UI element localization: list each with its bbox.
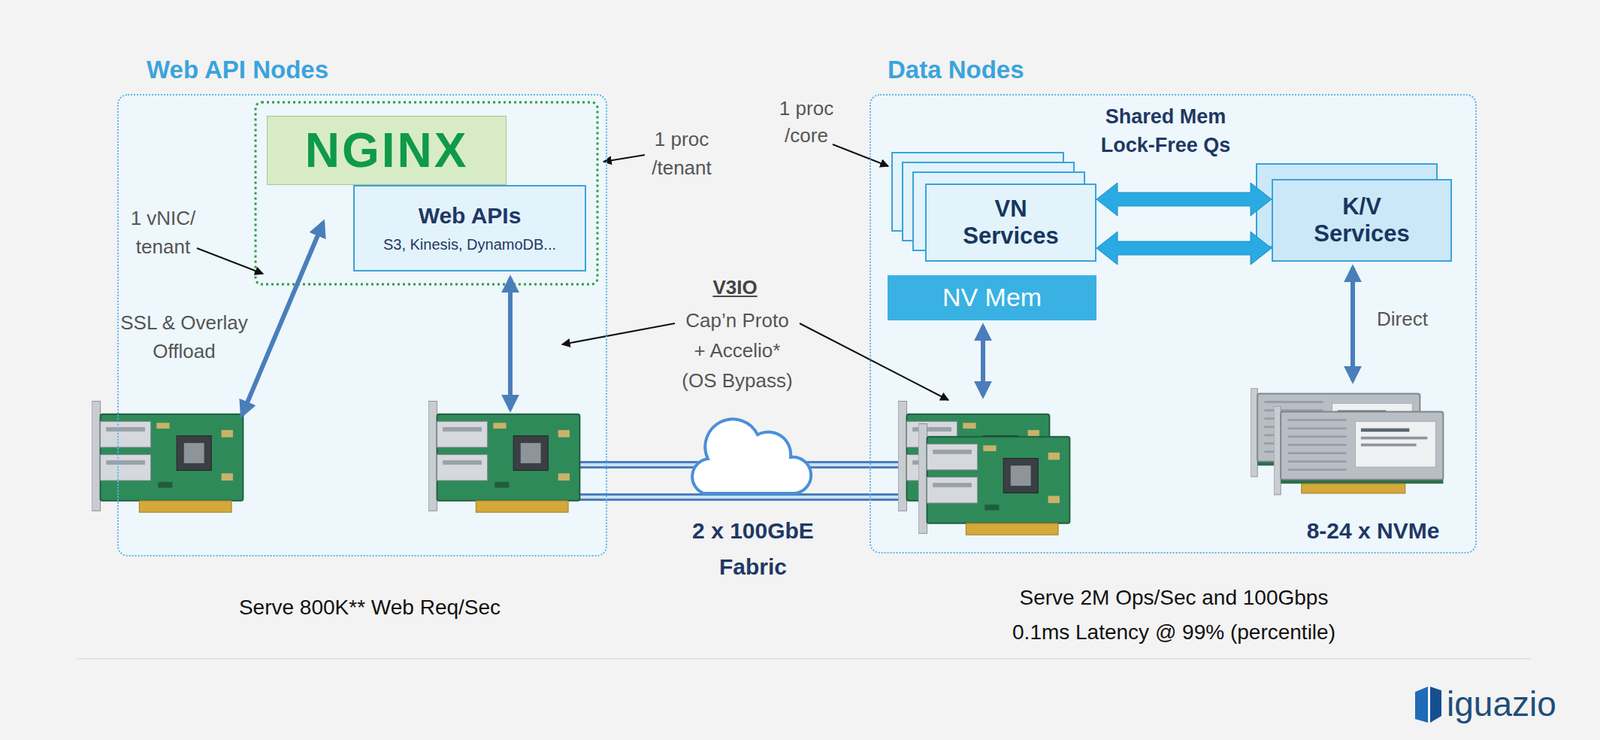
node-text: Web APIs: [418, 202, 522, 230]
text-line: Direct: [1376, 308, 1428, 331]
footer-rule: [76, 657, 1531, 660]
network-cloud: [692, 418, 811, 494]
text-line: SSL & Overlay: [120, 308, 249, 337]
service-box: Web APIsS3, Kinesis, DynamoDB...: [353, 184, 587, 272]
protocol-title: V3IO: [712, 276, 757, 300]
text-line: Cap’n Proto: [681, 305, 793, 336]
text-line: + Accelio*: [681, 335, 793, 366]
text-line: K/V: [1313, 193, 1410, 221]
queue-arrow: [1096, 231, 1272, 265]
node-text: K/V Services: [1313, 193, 1410, 247]
leader-line: [799, 323, 949, 400]
service-box: K/V Services: [1271, 178, 1452, 262]
logo-box: NGINX: [266, 115, 507, 185]
text-line: /core: [779, 121, 834, 149]
cloud-shape: [692, 418, 811, 494]
text-line: Fabric: [692, 548, 814, 585]
part-label: 8-24 x NVMe: [1306, 517, 1440, 545]
leader-line: [562, 323, 675, 345]
text-line: Offload: [120, 336, 249, 366]
fabric-link: [578, 495, 914, 499]
offload-arrow: [241, 222, 324, 415]
text-line: NGINX: [305, 124, 469, 177]
callout-note: 1 proc /tenant: [651, 124, 712, 182]
region-heading: Web API Nodes: [146, 54, 329, 85]
text-line: Serve 800K** Web Req/Sec: [238, 595, 501, 620]
fabric-label: 2 x 100GbE Fabric: [692, 512, 814, 585]
text-line: Serve 2M Ops/Sec and 100Gbps: [1012, 580, 1336, 615]
text-line: NV Mem: [942, 282, 1042, 312]
text-line: 2 x 100GbE: [692, 512, 814, 549]
nvme-drive: [1273, 405, 1443, 495]
node-text: VN Services: [962, 195, 1059, 249]
text-line: 1 proc: [779, 94, 834, 122]
service-box: VN Services: [925, 183, 1097, 262]
link-note: Direct: [1376, 308, 1428, 331]
nic-card: [918, 423, 1070, 535]
text-line: /tenant: [651, 153, 712, 182]
text-line: Services: [962, 222, 1059, 250]
text-line: S3, Kinesis, DynamoDB...: [383, 235, 557, 254]
node-text: S3, Kinesis, DynamoDB...: [383, 235, 557, 254]
callout-note: 1 proc /core: [779, 94, 834, 149]
text-line: tenant: [130, 232, 197, 261]
io-arrow: [508, 278, 513, 409]
region-ground: [869, 93, 1477, 554]
logo-mark: [1415, 686, 1428, 723]
text-line: Web API Nodes: [146, 54, 329, 85]
node-text: NGINX: [305, 124, 469, 177]
node-text: NV Mem: [942, 282, 1042, 312]
memory-bar: NV Mem: [887, 275, 1097, 321]
text-line: Lock-Free Qs: [1100, 130, 1232, 160]
direct-arrow: [1350, 267, 1356, 381]
text-line: 8-24 x NVMe: [1306, 517, 1440, 545]
text-line: 1 vNIC/: [130, 203, 197, 233]
callout-note: SSL & Overlay Offload: [120, 308, 249, 366]
io-arrow: [980, 326, 986, 396]
leader-line: [603, 154, 645, 162]
leader-line: [196, 248, 264, 274]
leader-line: [832, 144, 889, 167]
text-line: (OS Bypass): [681, 365, 793, 396]
performance-note: Serve 800K** Web Req/Sec: [238, 595, 501, 620]
link-note: Shared Mem Lock-Free Qs: [1100, 102, 1232, 160]
region-heading: Data Nodes: [887, 54, 1025, 85]
queue-arrow: [1096, 182, 1272, 216]
nic-card: [91, 400, 243, 512]
nic-card: [428, 400, 580, 512]
text-line: Services: [1313, 220, 1410, 248]
performance-note: Serve 2M Ops/Sec and 100Gbps 0.1ms Laten…: [1012, 580, 1336, 650]
logo-mark: [1430, 686, 1442, 723]
text-line: V3IO: [712, 276, 757, 300]
text-line: Data Nodes: [887, 54, 1025, 85]
text-line: Shared Mem: [1100, 102, 1232, 131]
logo-text: iguazio: [1446, 683, 1557, 724]
text-line: VN: [962, 195, 1059, 223]
callout-note: 1 vNIC/ tenant: [130, 203, 197, 261]
text-line: 1 proc: [651, 124, 712, 154]
text-line: 0.1ms Latency @ 99% (percentile): [1012, 614, 1336, 650]
text-line: Web APIs: [418, 202, 522, 230]
protocol-note: Cap’n Proto + Accelio* (OS Bypass): [681, 305, 793, 396]
text-line: iguazio: [1446, 683, 1557, 724]
